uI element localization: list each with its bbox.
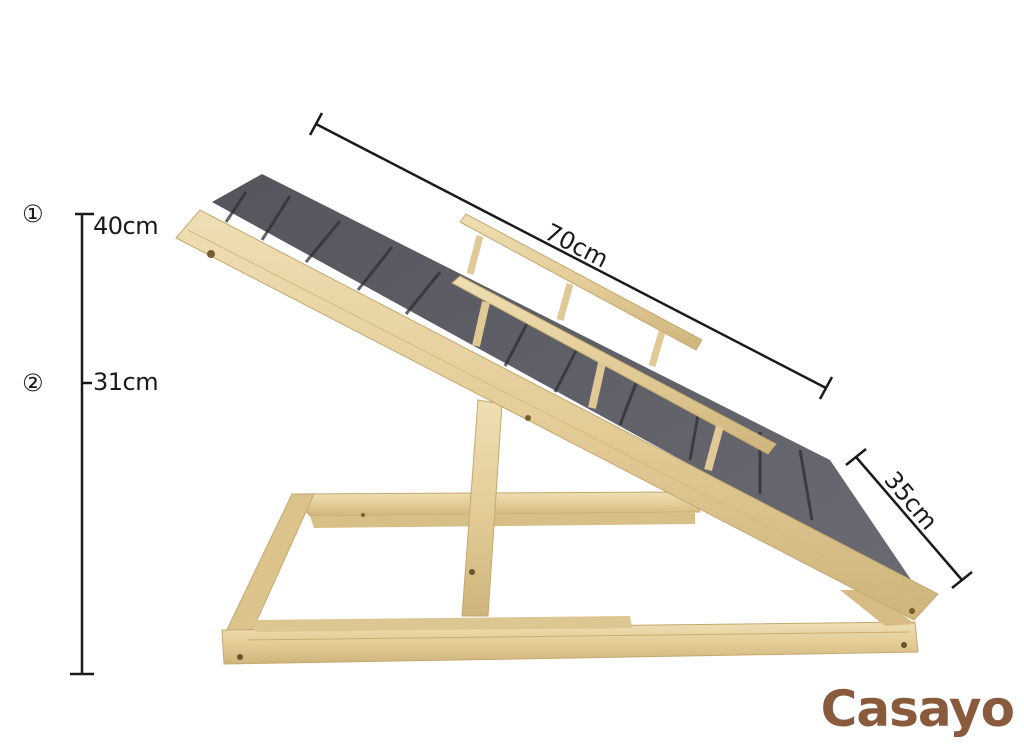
base-frame	[221, 491, 919, 665]
height-marker-1: ①	[22, 200, 44, 228]
width-dimension-line	[845, 448, 973, 589]
length-dimension-line	[308, 112, 834, 400]
rear-strut	[840, 590, 915, 626]
handrail	[451, 213, 777, 472]
height-scale	[70, 212, 94, 676]
ramp-carpet	[212, 174, 918, 590]
brand-logo: Casayo	[820, 680, 1015, 738]
height-label-40cm: 40cm	[93, 212, 159, 240]
height-marker-2: ②	[22, 369, 44, 397]
height-label-31cm: 31cm	[93, 368, 159, 396]
ramp-side-board	[175, 209, 939, 621]
